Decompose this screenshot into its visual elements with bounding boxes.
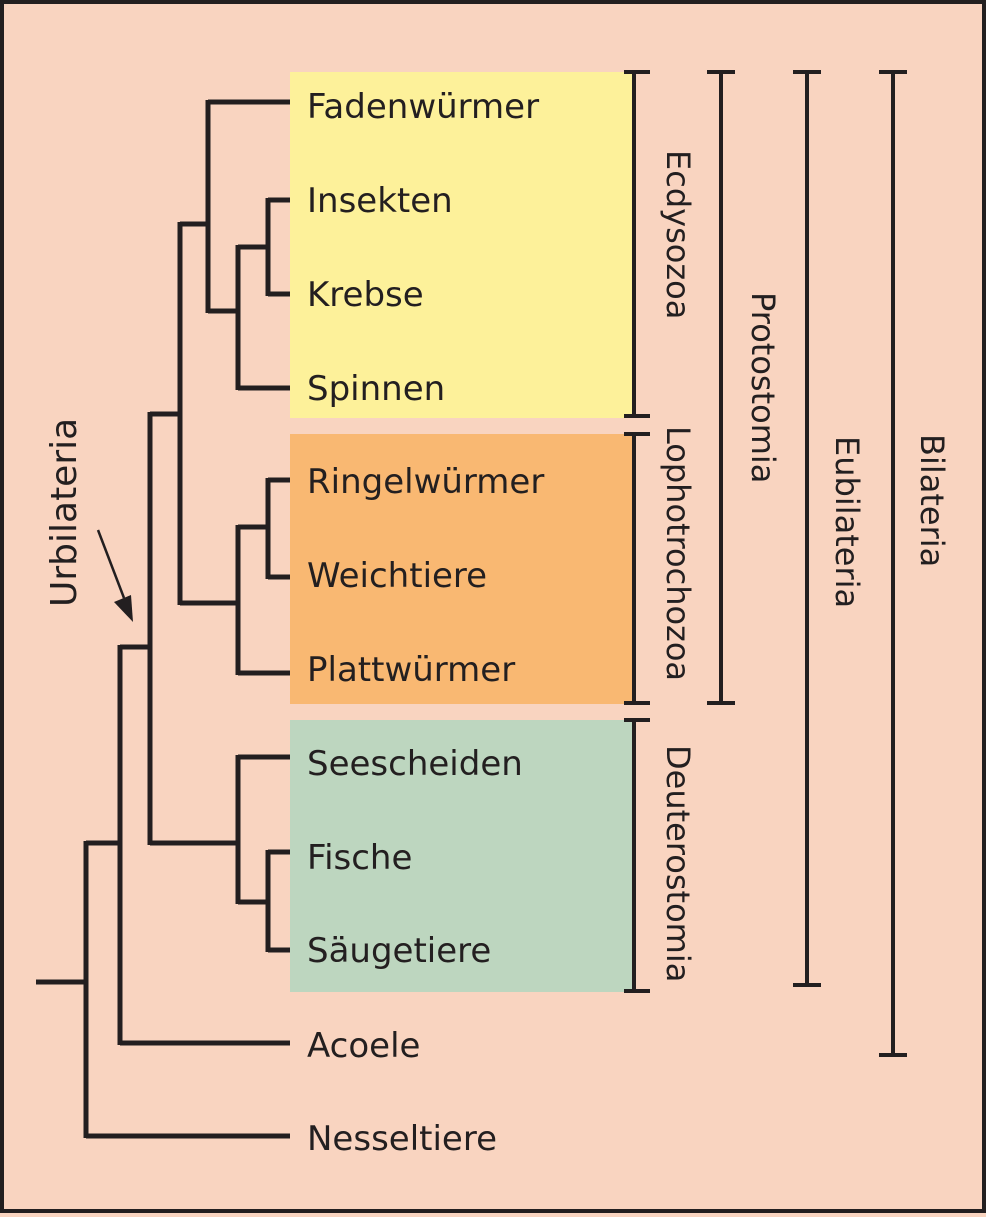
group-label-bilateria: Bilateria — [913, 434, 951, 567]
taxon-label-saeugetiere: Säugetiere — [307, 931, 491, 971]
taxon-label-krebse: Krebse — [307, 275, 424, 315]
taxon-label-seescheiden: Seescheiden — [307, 744, 523, 784]
lophotrochozoa-box — [290, 434, 634, 704]
group-label-deuterostomia: Deuterostomia — [659, 745, 697, 982]
taxon-label-ringelwuermer: Ringelwürmer — [307, 462, 544, 502]
taxon-label-acoele: Acoele — [307, 1026, 420, 1066]
group-brackets — [624, 70, 907, 1057]
taxon-label-plattwuermer: Plattwürmer — [307, 650, 515, 690]
urbilateria-label: Urbilateria — [44, 418, 85, 607]
ecdysozoa-box — [290, 72, 634, 418]
deuterostomia-box — [290, 720, 634, 992]
group-label-ecdysozoa: Ecdysozoa — [659, 150, 697, 319]
taxon-label-fadenwuermer: Fadenwürmer — [307, 87, 539, 127]
group-label-protostomia: Protostomia — [744, 292, 782, 483]
group-label-eubilateria: Eubilateria — [828, 436, 866, 608]
taxon-label-spinnen: Spinnen — [307, 369, 445, 409]
taxon-label-insekten: Insekten — [307, 181, 453, 221]
tree-branches — [36, 99, 290, 1139]
urbilateria-arrowhead — [114, 595, 133, 622]
taxon-label-nesseltiere: Nesseltiere — [307, 1119, 497, 1159]
taxon-label-fische: Fische — [307, 838, 412, 878]
group-label-lophotrochozoa: Lophotrochozoa — [659, 426, 697, 681]
taxon-label-weichtiere: Weichtiere — [307, 556, 487, 596]
urbilateria-arrow-line — [96, 529, 126, 599]
